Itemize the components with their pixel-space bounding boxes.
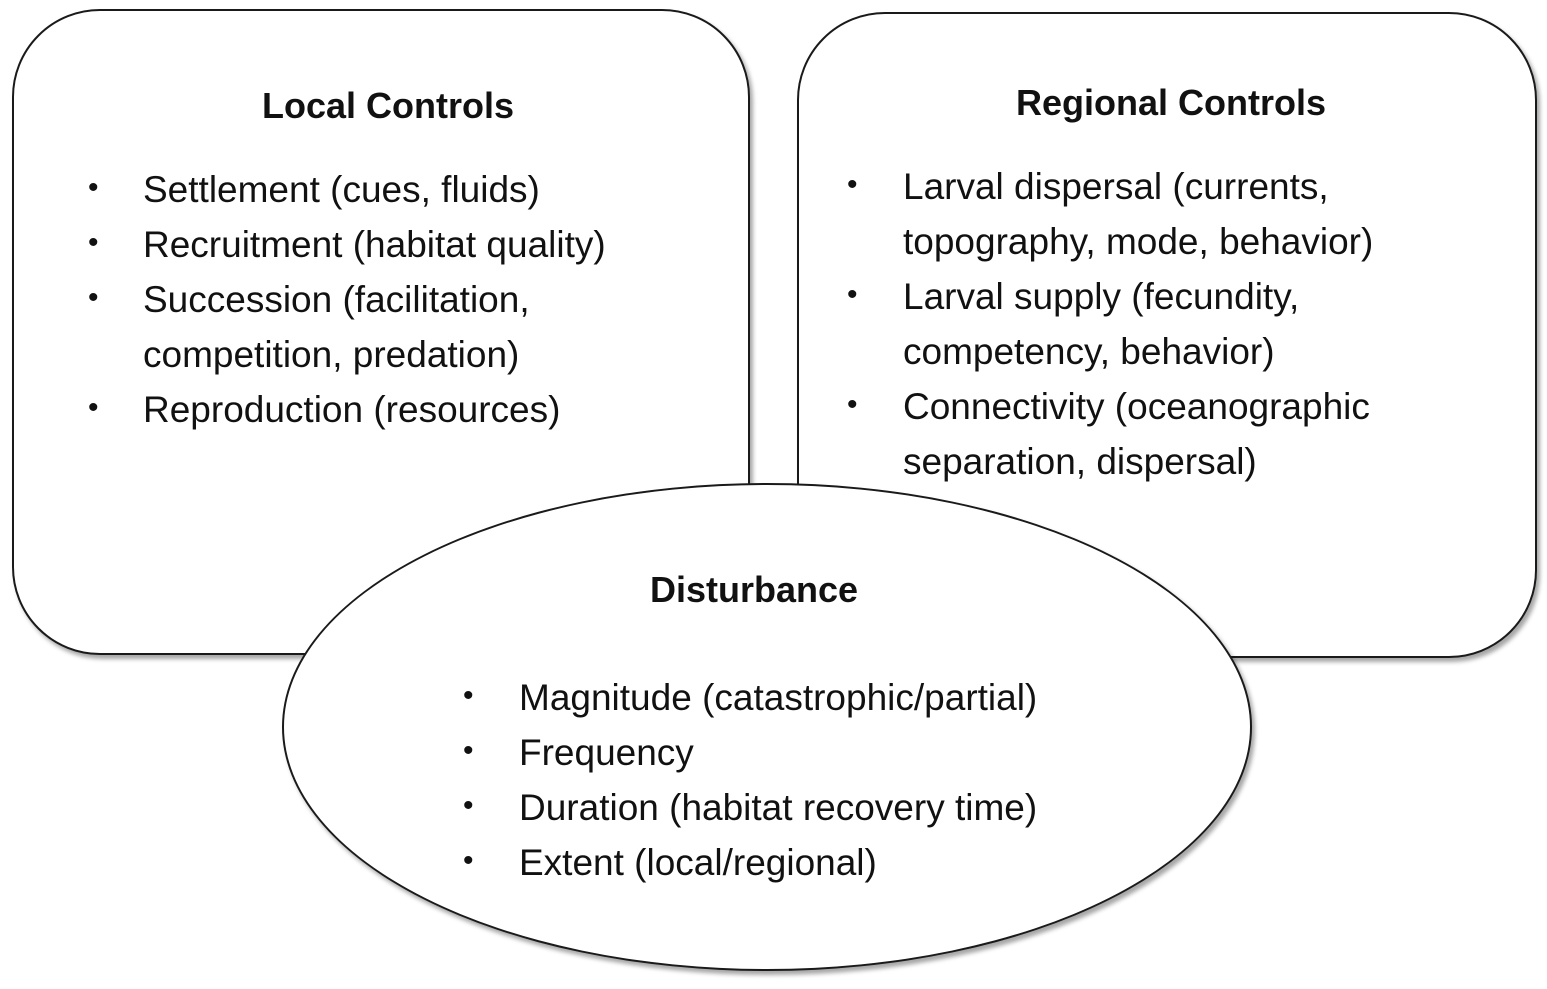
regional-controls-title: Regional Controls bbox=[1016, 82, 1327, 123]
bullet-icon: • bbox=[463, 734, 474, 767]
bullet-icon: • bbox=[88, 226, 99, 259]
disturbance-item-duration: Duration (habitat recovery time) bbox=[519, 787, 1038, 828]
regional-item-supply-cont: competency, behavior) bbox=[903, 331, 1275, 372]
bullet-icon: • bbox=[88, 391, 99, 424]
bullet-icon: • bbox=[463, 789, 474, 822]
disturbance-item-frequency: Frequency bbox=[519, 732, 694, 773]
disturbance-item-magnitude: Magnitude (catastrophic/partial) bbox=[519, 677, 1038, 718]
bullet-icon: • bbox=[88, 171, 99, 204]
bullet-icon: • bbox=[847, 388, 858, 421]
regional-item-supply: Larval supply (fecundity, bbox=[903, 276, 1300, 317]
bullet-icon: • bbox=[463, 679, 474, 712]
local-item-reproduction: Reproduction (resources) bbox=[143, 389, 561, 430]
bullet-icon: • bbox=[463, 844, 474, 877]
regional-item-connectivity: Connectivity (oceanographic bbox=[903, 386, 1370, 427]
bullet-icon: • bbox=[88, 281, 99, 314]
disturbance-item-extent: Extent (local/regional) bbox=[519, 842, 877, 883]
bullet-icon: • bbox=[847, 168, 858, 201]
bullet-icon: • bbox=[847, 278, 858, 311]
regional-item-dispersal: Larval dispersal (currents, bbox=[903, 166, 1329, 207]
disturbance-title: Disturbance bbox=[650, 569, 859, 610]
local-item-recruitment: Recruitment (habitat quality) bbox=[143, 224, 606, 265]
local-item-settlement: Settlement (cues, fluids) bbox=[143, 169, 540, 210]
disturbance-ellipse bbox=[282, 483, 1252, 971]
regional-item-connectivity-cont: separation, dispersal) bbox=[903, 441, 1257, 482]
local-item-succession-cont: competition, predation) bbox=[143, 334, 520, 375]
local-item-succession: Succession (facilitation, bbox=[143, 279, 530, 320]
local-controls-title: Local Controls bbox=[262, 85, 515, 126]
regional-item-dispersal-cont: topography, mode, behavior) bbox=[903, 221, 1374, 262]
